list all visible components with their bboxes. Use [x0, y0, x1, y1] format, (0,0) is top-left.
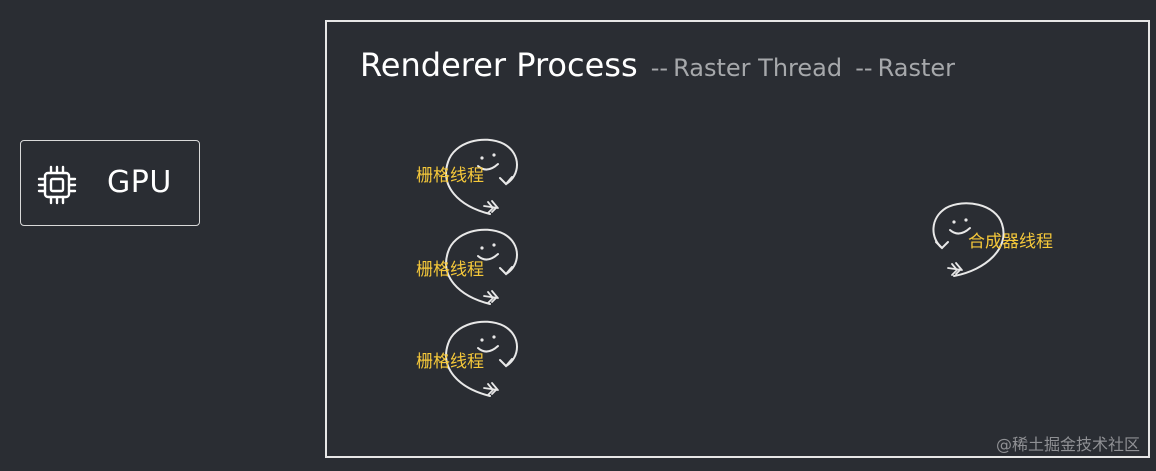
raster-thread-label: 栅格线程	[416, 260, 484, 280]
title-separator-2: --	[855, 54, 873, 82]
compositor-thread: 合成器线程	[928, 200, 1053, 280]
cpu-chip-icon	[37, 165, 77, 205]
renderer-process-box: Renderer Process -- Raster Thread -- Ras…	[325, 20, 1150, 458]
raster-thread-label: 栅格线程	[416, 352, 484, 372]
gpu-label: GPU	[107, 165, 172, 200]
title-raster: Raster	[877, 54, 956, 82]
title-raster-thread: Raster Thread	[673, 54, 843, 82]
raster-thread-2: 栅格线程	[416, 226, 530, 306]
title-separator-1: --	[650, 54, 669, 82]
renderer-title-main: Renderer Process	[360, 46, 638, 84]
smiley-loop-icon	[445, 228, 518, 305]
smiley-loop-icon	[445, 138, 518, 215]
renderer-title: Renderer Process -- Raster Thread -- Ras…	[360, 46, 955, 84]
compositor-thread-label: 合成器线程	[968, 232, 1053, 252]
smiley-loop-icon	[932, 202, 1005, 277]
raster-thread-label: 栅格线程	[416, 166, 484, 186]
raster-thread-3: 栅格线程	[416, 318, 530, 398]
gpu-box: GPU	[20, 140, 200, 226]
smiley-loop-icon	[445, 320, 518, 397]
watermark: @稀土掘金技术社区	[995, 435, 1140, 454]
raster-thread-1: 栅格线程	[416, 136, 530, 216]
